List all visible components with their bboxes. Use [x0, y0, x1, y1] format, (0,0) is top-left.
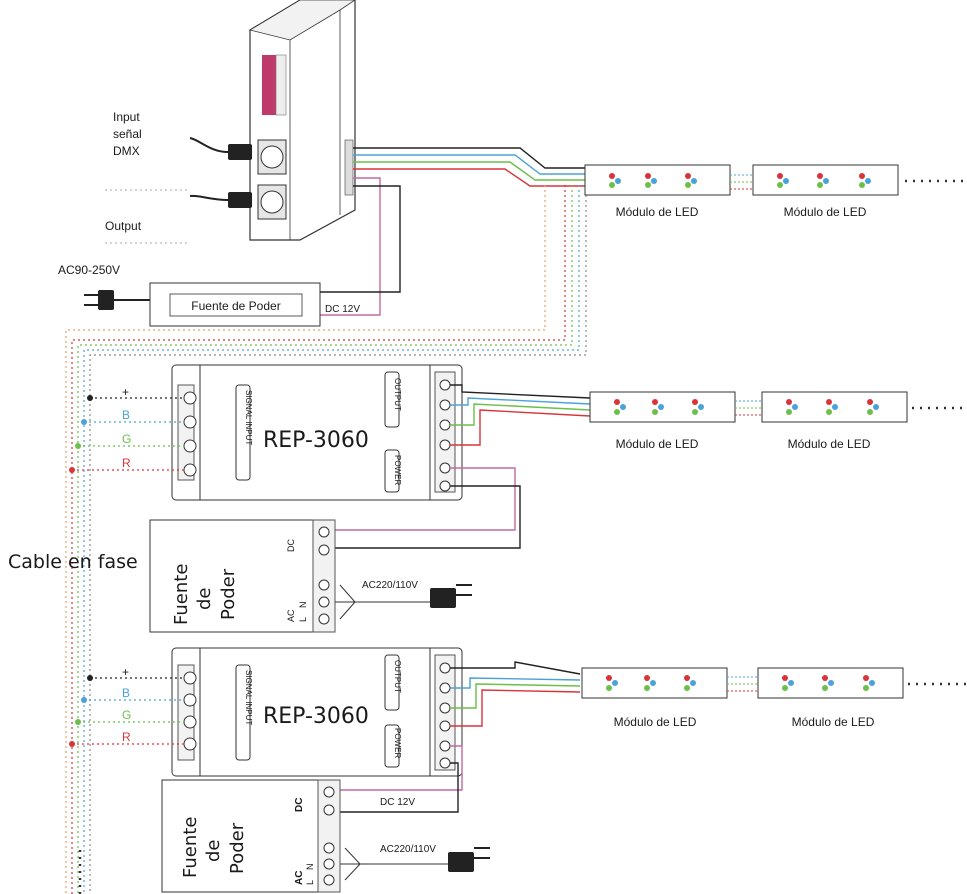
- supply-2-line2: de: [203, 840, 224, 863]
- supply-1-line2: de: [194, 588, 215, 611]
- output-label: Output: [105, 219, 142, 233]
- supply-2-dc: DC: [294, 798, 305, 812]
- dmx-output-plug: [228, 192, 252, 208]
- led-module-label: Módulo de LED: [616, 205, 699, 219]
- led-row-3: [581, 667, 967, 699]
- phase-cable-label: Cable en fase: [8, 551, 138, 573]
- repeater-2-power-supply: [161, 779, 490, 893]
- ac-input-label: AC90-250V: [58, 263, 120, 277]
- supply-1-ac-in: AC220/110V: [362, 580, 418, 591]
- repeater-1-signal-input-label: SIGNAL INPUT: [244, 390, 253, 445]
- ac-plug: [430, 588, 456, 608]
- main-dc-label: DC 12V: [325, 304, 360, 315]
- supply-1-line1: Fuente: [171, 564, 192, 625]
- led-module-label: Módulo de LED: [616, 437, 699, 451]
- repeater-1-name: REP-3060: [263, 428, 369, 453]
- controller-terminal-block: [344, 139, 354, 196]
- led-module-label: Módulo de LED: [784, 205, 867, 219]
- supply-2-n: N: [305, 864, 315, 871]
- repeater-1: [171, 364, 463, 501]
- input-label-line2: señal: [113, 127, 142, 141]
- repeater-1-bus-taps: [72, 397, 184, 471]
- repeater-1-power-label: POWER: [393, 455, 402, 485]
- repeater-2-output-label: OUTPUT: [393, 660, 402, 693]
- input-label-line1: Input: [113, 110, 140, 124]
- supply-1-line3: Poder: [218, 568, 239, 620]
- repeater-2-power-label: POWER: [393, 728, 402, 758]
- bus-label-g: G: [122, 432, 131, 446]
- controller-output-wires: [320, 147, 585, 316]
- bus-label-g: G: [122, 708, 131, 722]
- led-module: [584, 164, 731, 196]
- bus-label-b: B: [122, 408, 130, 422]
- main-power-supply-label: Fuente de Poder: [191, 299, 280, 313]
- bus-label-plus: +: [122, 665, 129, 679]
- dip-switch-block: [262, 55, 276, 115]
- bus-label-b: B: [122, 686, 130, 700]
- dmx-input-jack: [260, 145, 284, 169]
- bus-label-plus: +: [122, 385, 129, 399]
- repeater-2-output-wires: [340, 661, 581, 813]
- led-module-label: Módulo de LED: [614, 715, 697, 729]
- repeater-1-power-supply: [149, 519, 472, 633]
- led-row-2: [589, 391, 967, 423]
- led-module-label: Módulo de LED: [788, 437, 871, 451]
- ac-plug: [448, 852, 474, 872]
- repeater-2: [171, 647, 463, 777]
- bus-label-r: R: [122, 730, 131, 744]
- led-row-1: [584, 164, 967, 196]
- repeater-2-name: REP-3060: [263, 704, 369, 729]
- main-ac-plug: [84, 290, 150, 310]
- supply-2-dc-out: DC 12V: [380, 797, 415, 808]
- supply-1-n: N: [298, 602, 308, 609]
- dmx-input-plug: [228, 144, 252, 160]
- input-label-line3: DMX: [113, 144, 140, 158]
- supply-1-l: L: [298, 617, 308, 622]
- supply-2-line1: Fuente: [180, 817, 201, 878]
- supply-2-ac: AC: [294, 871, 305, 885]
- dmx-output-jack: [260, 190, 284, 214]
- repeater-2-signal-input-label: SIGNAL INPUT: [244, 670, 253, 725]
- output-terminal-block: [434, 371, 456, 493]
- repeater-1-output-label: OUTPUT: [393, 378, 402, 411]
- repeater-2-bus-taps: [72, 677, 184, 745]
- dmx-controller: [189, 0, 356, 241]
- repeater-1-output-wires: [335, 384, 591, 549]
- led-module-label: Módulo de LED: [792, 715, 875, 729]
- supply-2-l: L: [305, 880, 315, 885]
- signal-bus-dotted: [65, 185, 587, 894]
- supply-1-ac: AC: [286, 609, 296, 622]
- bus-label-r: R: [122, 456, 131, 470]
- supply-1-dc: DC: [286, 539, 296, 552]
- supply-2-ac-in: AC220/110V: [380, 844, 436, 855]
- supply-2-line3: Poder: [227, 822, 248, 874]
